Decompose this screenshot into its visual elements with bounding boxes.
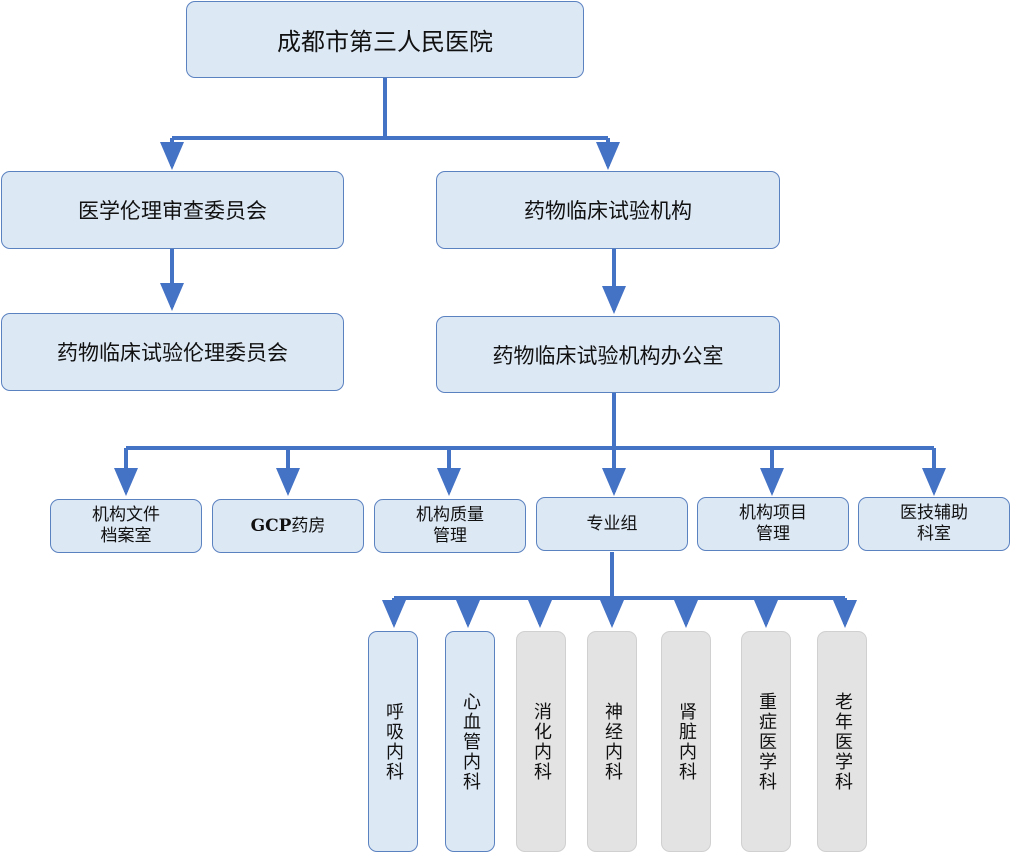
dept-cardiovascular-label: 心血管内科 bbox=[460, 691, 481, 792]
drug-trial-ethics-label: 药物临床试验伦理委员会 bbox=[57, 341, 288, 365]
dept-nephro-node: 肾脏内科 bbox=[661, 631, 711, 852]
dept-cardiovascular-node: 心血管内科 bbox=[445, 631, 495, 852]
quality-management-line1: 机构质量 bbox=[416, 505, 484, 525]
gcp-pharmacy-bold: GCP bbox=[250, 515, 292, 536]
dept-geriatrics-label: 老年医学科 bbox=[832, 691, 853, 792]
specialty-group-node: 专业组 bbox=[536, 497, 688, 551]
institution-office-label: 药物临床试验机构办公室 bbox=[492, 343, 724, 368]
medical-tech-line1: 医技辅助 bbox=[900, 503, 968, 523]
project-management-line1: 机构项目 bbox=[739, 503, 807, 523]
root-node: 成都市第三人民医院 bbox=[186, 1, 584, 78]
ethics-committee-node: 医学伦理审查委员会 bbox=[1, 171, 344, 249]
dept-icu-label: 重症医学科 bbox=[756, 691, 777, 792]
dept-gastro-label: 消化内科 bbox=[531, 701, 552, 782]
dept-geriatrics-node: 老年医学科 bbox=[817, 631, 867, 852]
project-management-line2: 管理 bbox=[756, 524, 790, 544]
root-label: 成都市第三人民医院 bbox=[277, 28, 493, 56]
project-management-node: 机构项目管理 bbox=[697, 497, 849, 551]
trial-institution-label: 药物临床试验机构 bbox=[524, 199, 692, 223]
quality-management-line2: 管理 bbox=[433, 526, 467, 546]
dept-respiratory-label: 呼吸内科 bbox=[383, 701, 404, 782]
archive-room-node: 机构文件档案室 bbox=[50, 499, 202, 553]
dept-respiratory-node: 呼吸内科 bbox=[368, 631, 418, 852]
gcp-pharmacy-rest: 药房 bbox=[291, 515, 326, 536]
dept-neuro-label: 神经内科 bbox=[602, 701, 623, 782]
archive-room-line1: 机构文件 bbox=[92, 505, 160, 525]
institution-office-node: 药物临床试验机构办公室 bbox=[436, 316, 780, 393]
medical-tech-node: 医技辅助科室 bbox=[858, 497, 1010, 551]
dept-icu-node: 重症医学科 bbox=[741, 631, 791, 852]
trial-institution-node: 药物临床试验机构 bbox=[436, 171, 780, 249]
drug-trial-ethics-node: 药物临床试验伦理委员会 bbox=[1, 313, 344, 391]
gcp-pharmacy-node: GCP药房 bbox=[212, 499, 364, 553]
quality-management-node: 机构质量管理 bbox=[374, 499, 526, 553]
specialty-group-label: 专业组 bbox=[586, 513, 638, 534]
medical-tech-line2: 科室 bbox=[917, 524, 951, 544]
dept-nephro-label: 肾脏内科 bbox=[676, 701, 697, 782]
dept-gastro-node: 消化内科 bbox=[516, 631, 566, 852]
archive-room-line2: 档案室 bbox=[100, 526, 152, 546]
ethics-committee-label: 医学伦理审查委员会 bbox=[78, 199, 267, 223]
dept-neuro-node: 神经内科 bbox=[587, 631, 637, 852]
